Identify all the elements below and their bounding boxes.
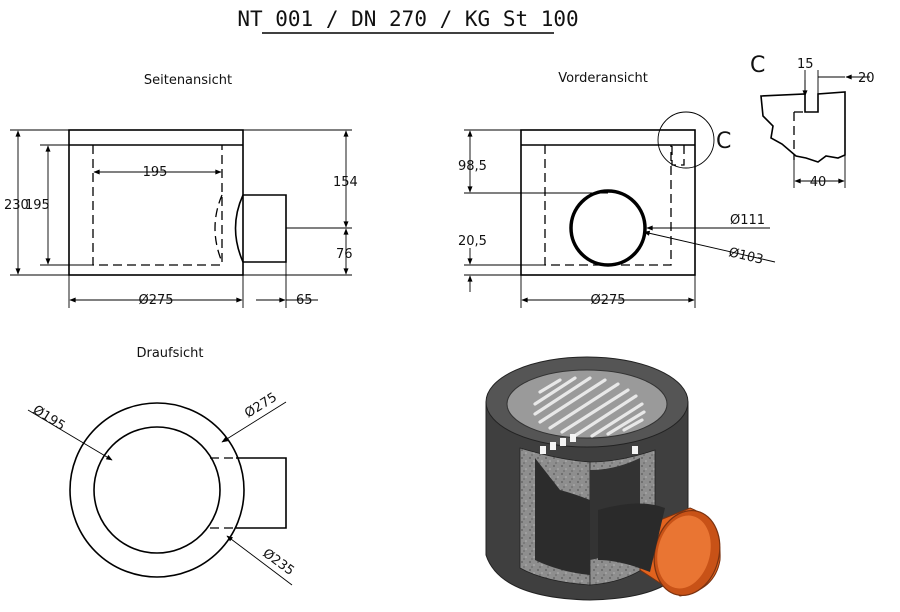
side-view-label: Seitenansicht xyxy=(144,73,232,88)
dim-height-195: 195 xyxy=(25,198,50,213)
detail-c-label: C xyxy=(750,53,765,78)
dim-outlet-65: 65 xyxy=(296,293,313,308)
top-view: Draufsicht Ø195 Ø275 Ø235 xyxy=(27,346,297,586)
front-view: Vorderansicht C 98,5 20,5 Ø111 Ø103 Ø275 xyxy=(458,71,776,308)
side-view: Seitenansicht 230 195 195 154 76 Ø275 xyxy=(4,73,358,308)
dim-height-154: 154 xyxy=(333,175,358,190)
detail-c-profile xyxy=(760,91,846,163)
front-view-label: Vorderansicht xyxy=(558,71,648,86)
top-outlet-pipe xyxy=(236,457,287,529)
detail-c-marker: C xyxy=(716,129,731,154)
dim-top-235: Ø235 xyxy=(260,546,297,579)
side-body-outline xyxy=(68,129,244,276)
dim-offset-20-5: 20,5 xyxy=(458,234,487,249)
dim-offset-98-5: 98,5 xyxy=(458,159,487,174)
detail-c-circle xyxy=(657,111,715,169)
drawing-title: NT 001 / DN 270 / KG St 100 xyxy=(237,7,578,31)
detail-c: C 15 20 40 xyxy=(750,53,875,190)
dim-pipe-111: Ø111 xyxy=(730,213,765,228)
top-outer-ring xyxy=(69,402,245,578)
render-3d xyxy=(485,356,721,601)
dim-height-230: 230 xyxy=(4,198,29,213)
dim-height-76: 76 xyxy=(336,247,353,262)
dim-pipe-103: Ø103 xyxy=(727,245,765,267)
dim-width-195: 195 xyxy=(143,165,168,180)
front-pipe-opening xyxy=(569,189,647,267)
top-view-label: Draufsicht xyxy=(136,346,203,361)
dim-top-275: Ø275 xyxy=(242,390,280,421)
dim-detail-20: 20 xyxy=(858,71,875,86)
top-inner-ring xyxy=(93,426,221,554)
side-outlet-pipe xyxy=(243,194,287,263)
dim-diameter-275-front: Ø275 xyxy=(590,293,625,308)
dim-detail-15: 15 xyxy=(797,57,814,72)
dim-diameter-275-side: Ø275 xyxy=(138,293,173,308)
render-grate xyxy=(533,376,646,438)
front-body-outline xyxy=(520,129,696,276)
side-inner-hidden xyxy=(92,145,223,266)
dim-detail-40: 40 xyxy=(810,175,827,190)
dim-top-195: Ø195 xyxy=(30,403,68,434)
